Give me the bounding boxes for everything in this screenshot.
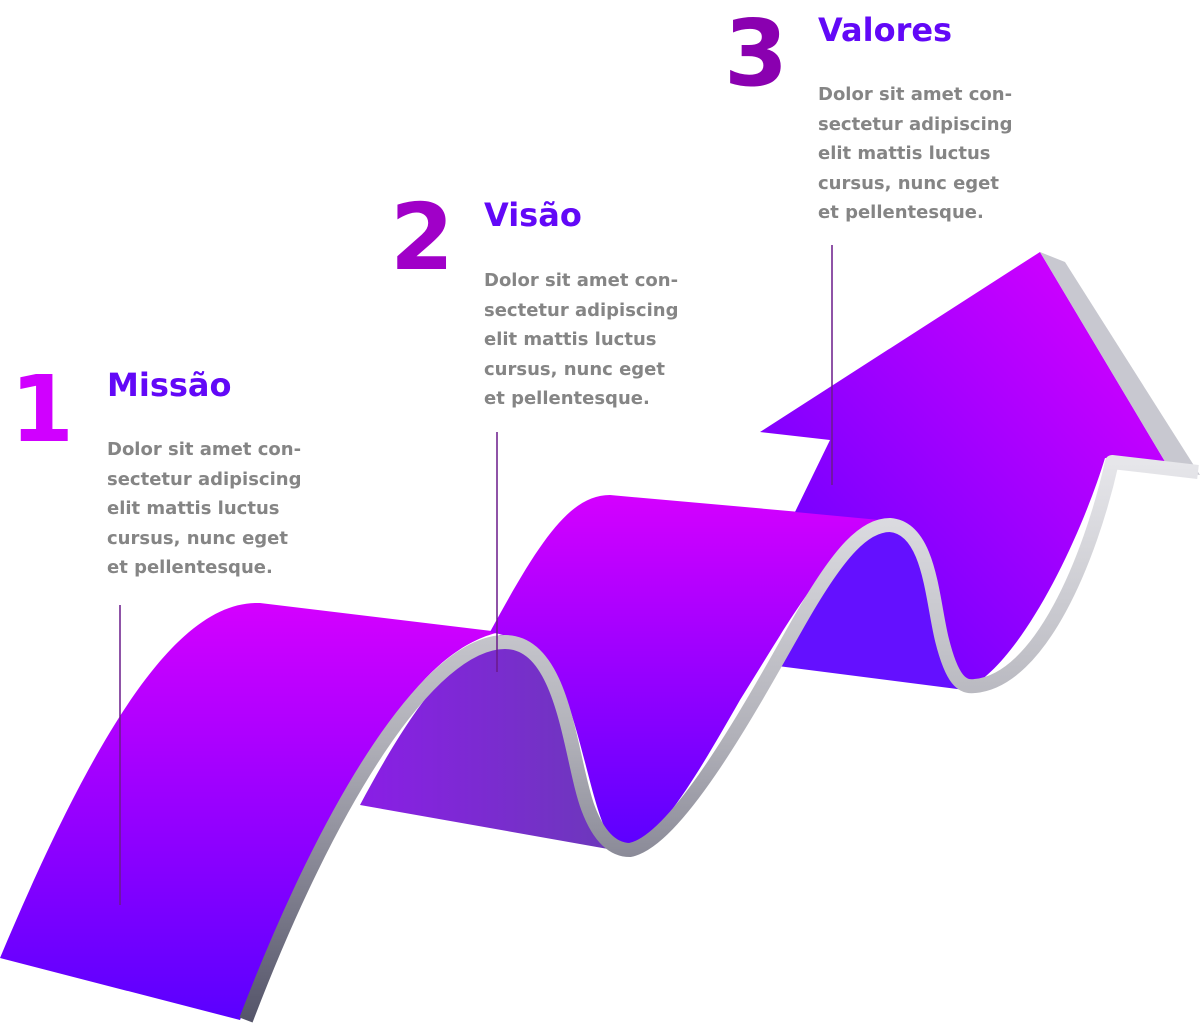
step-2-text: Dolor sit amet con- sectetur adipiscing … [484,270,679,409]
step-3-text: Dolor sit amet con- sectetur adipiscing … [818,84,1013,223]
arrow-head [760,252,1170,690]
step-1-title: Missão [107,366,232,404]
ribbon-back-panel-2 [770,520,965,690]
ribbon-face-2 [490,495,890,852]
step-3-number: 3 [724,0,789,107]
step-1-text: Dolor sit amet con- sectetur adipiscing … [107,439,302,578]
ribbon-face-1 [0,602,500,1020]
step-2-title: Visão [484,196,582,234]
step-2-number: 2 [390,184,455,291]
arrow-head-side [1040,252,1200,475]
step-1-number: 1 [10,356,75,463]
step-3-title: Valores [818,11,953,49]
ribbon-edge [239,455,1199,1023]
